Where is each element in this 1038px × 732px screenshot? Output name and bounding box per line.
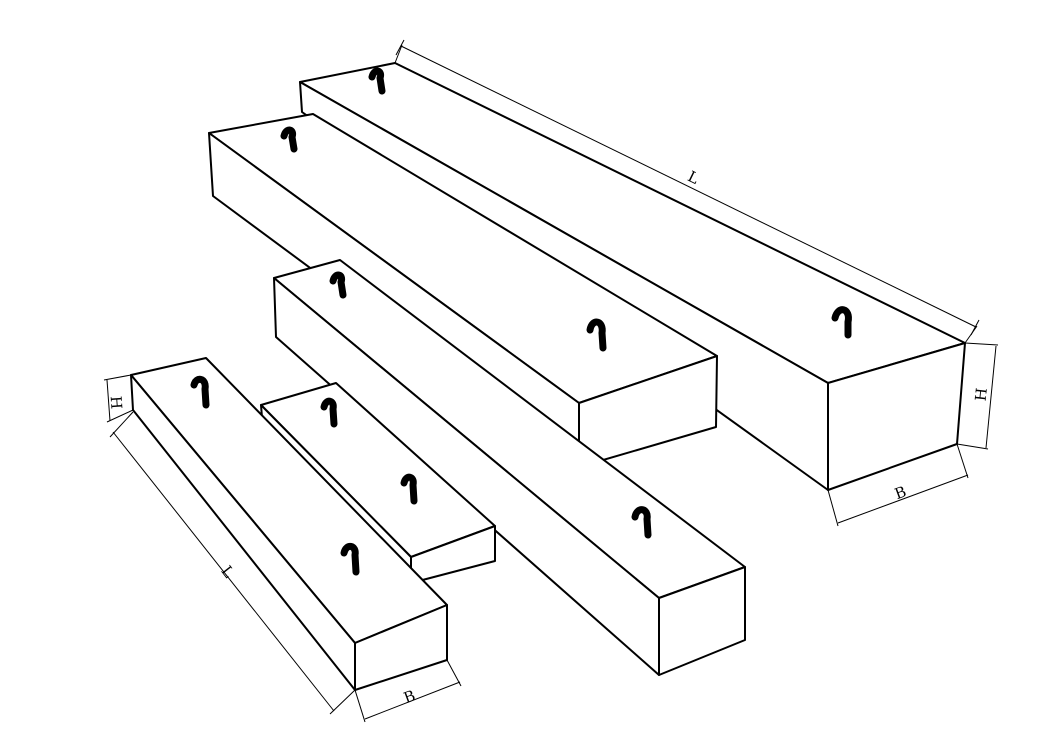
- small-block-front-lifting-loop-2: [340, 543, 360, 576]
- large-block-dimensions: [394, 39, 999, 527]
- medium-block-lifting-loop-2: [631, 506, 652, 539]
- small-length-extension-start: [109, 411, 134, 438]
- large-height-dimension-line: [985, 345, 997, 449]
- large-block-front-lifting-loop-1: [280, 126, 298, 153]
- large-height-label: H: [972, 387, 991, 402]
- large-width-dimension-line: [837, 474, 969, 524]
- small-width-dimension-line: [364, 681, 461, 720]
- large-length-extension-end: [964, 325, 978, 344]
- large-width-extension-left: [827, 489, 839, 527]
- small-block-back-lifting-loop-1: [320, 397, 338, 428]
- medium-block-end-face: [658, 566, 746, 676]
- large-width-extension-right: [956, 443, 969, 479]
- large-width-label: B: [892, 482, 909, 503]
- large-length-label: L: [685, 167, 702, 188]
- small-width-extension-left: [354, 689, 366, 723]
- large-block-back-lifting-loop-2: [831, 306, 852, 339]
- small-width-extension-right: [446, 659, 462, 687]
- large-block-back-lifting-loop-1: [368, 67, 386, 95]
- large-length-dimension-line: [400, 45, 977, 328]
- small-block-back-lifting-loop-2: [400, 473, 418, 505]
- small-height-dimension-line: [106, 379, 111, 422]
- small-block-front-lifting-loop-1: [190, 375, 210, 409]
- small-length-dimension-line: [112, 431, 335, 712]
- small-block-dimensions: [103, 374, 462, 723]
- medium-block-lifting-loop-1: [329, 271, 347, 299]
- large-block-front-lifting-loop-2: [586, 318, 607, 352]
- small-length-label: L: [217, 562, 237, 581]
- large-height-extension-top: [964, 342, 999, 346]
- large-height-extension-bottom: [956, 443, 989, 450]
- medium-block: [273, 259, 746, 676]
- small-height-label: H: [107, 395, 126, 409]
- large-length-extension-start: [394, 44, 403, 64]
- small-height-extension-bottom: [106, 409, 134, 423]
- small-length-extension-end: [329, 689, 356, 715]
- large-length-tick-start: [395, 39, 405, 56]
- small-height-extension-top: [103, 374, 132, 381]
